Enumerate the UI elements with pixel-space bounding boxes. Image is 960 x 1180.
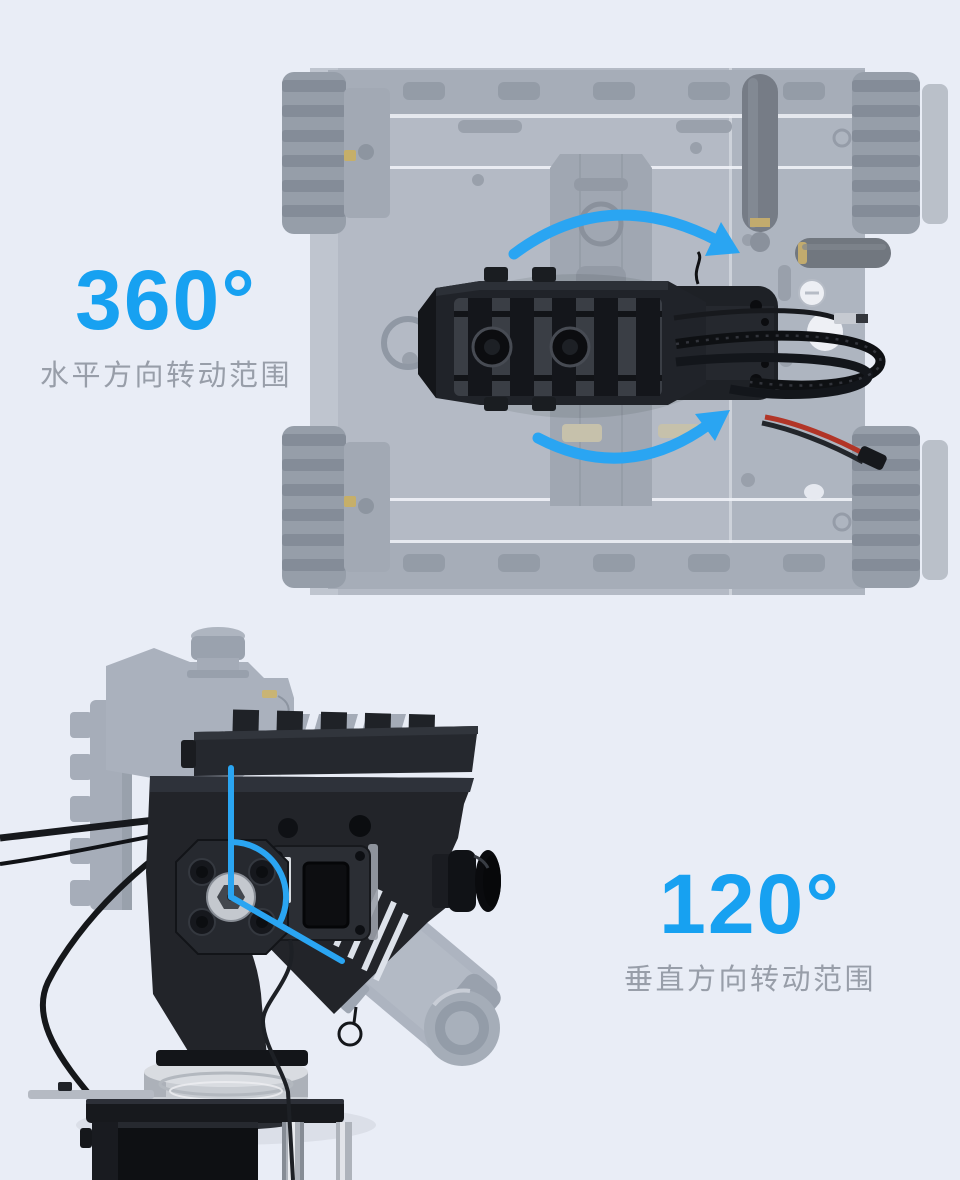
gimbal-side-view-illustration [0, 627, 501, 1180]
spec-horizontal-value: 360° [75, 253, 257, 347]
pivot-hub [175, 839, 289, 955]
track-units [282, 72, 948, 588]
rotation-arrow-clockwise-upper [508, 209, 740, 260]
spec-vertical-value: 120° [659, 857, 841, 951]
angle-indicator-120 [228, 765, 345, 964]
servo-panel [267, 845, 371, 941]
spec-horizontal: 360° 水平方向转动范围 [36, 258, 296, 394]
camera-lens [432, 850, 501, 912]
angle-arc [228, 838, 290, 927]
servo-box [80, 1122, 258, 1180]
track-top-right [852, 72, 948, 234]
track-top-left [282, 72, 390, 234]
ghost-knob [187, 670, 249, 678]
spec-vertical: 120° 垂直方向转动范围 [596, 862, 904, 998]
servo-cable [260, 939, 295, 1180]
angle-line-diagonal [228, 894, 345, 964]
base-mount [28, 1082, 352, 1180]
track-bottom-left [282, 426, 390, 588]
rotation-arrow-clockwise-lower [532, 410, 730, 464]
antenna-vertical [742, 74, 778, 252]
chrome-standoff [336, 1122, 352, 1180]
braided-cables [673, 308, 886, 399]
spec-horizontal-label: 水平方向转动范围 [39, 360, 292, 392]
antenna-horizontal [795, 238, 891, 268]
power-wires [761, 414, 887, 470]
robot-top-view-illustration [282, 68, 948, 595]
spec-vertical-label: 垂直方向转动范围 [623, 964, 876, 996]
